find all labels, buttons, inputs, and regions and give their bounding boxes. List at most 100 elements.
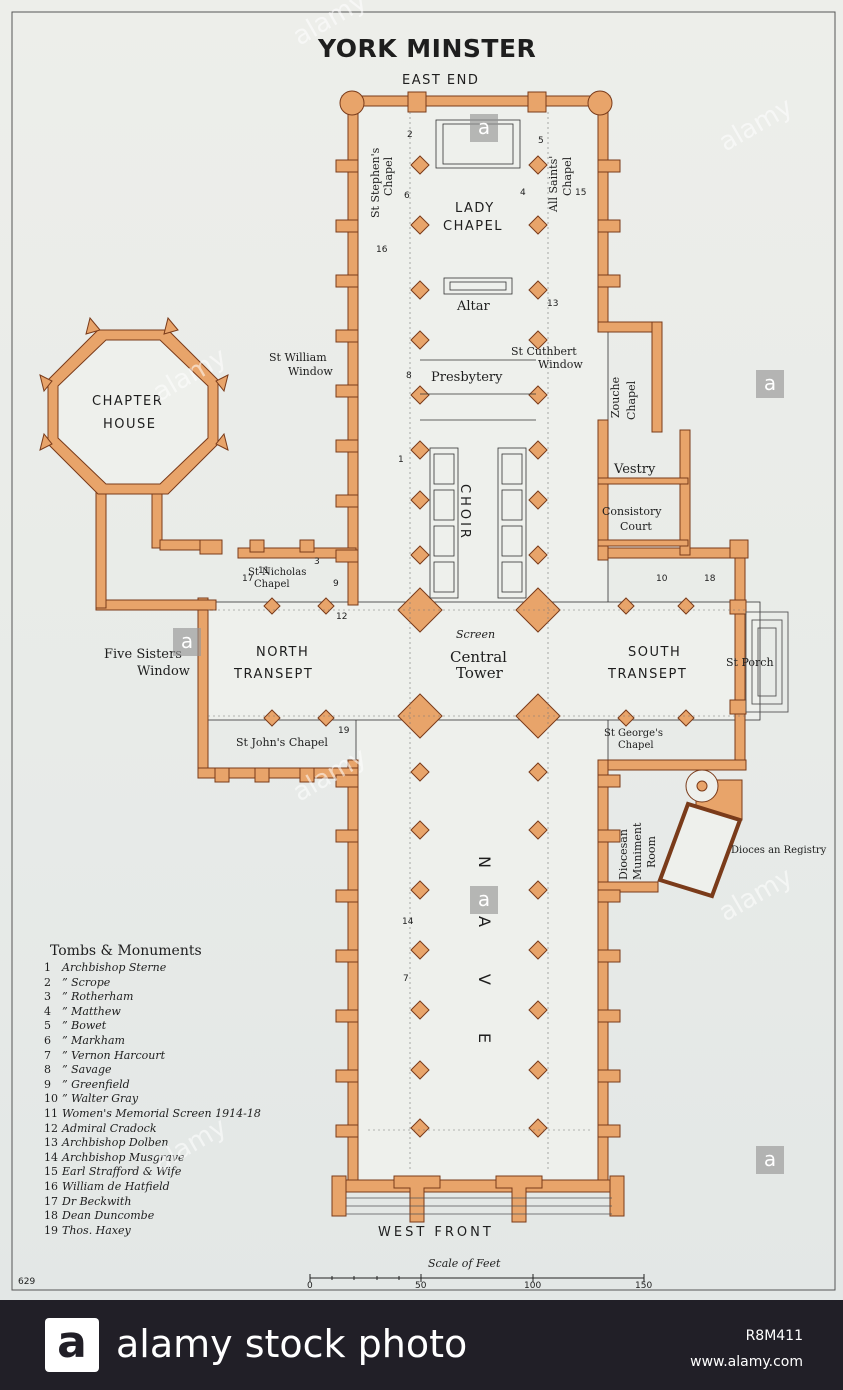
- watermark-badge-2: a: [173, 628, 201, 656]
- pier: [528, 545, 548, 565]
- zouche-east-wall: [651, 321, 663, 433]
- buttress: [597, 829, 621, 843]
- legend-item-number: 6: [44, 1034, 51, 1047]
- west-front-label: WEST FRONT: [378, 1225, 494, 1240]
- plan-number-19: 19: [338, 726, 350, 736]
- five-sisters-label: Five Sisters: [104, 647, 182, 662]
- south-transept-label: TRANSEPT: [608, 667, 688, 682]
- north-east-turret: [339, 90, 365, 116]
- vestibule-west-wall: [95, 487, 107, 609]
- buttress: [597, 1009, 621, 1023]
- legend-item-text: Women's Memorial Screen 1914-18: [62, 1107, 261, 1120]
- west-tower-south-buttress: [495, 1175, 543, 1223]
- scale-label: Scale of Feet: [428, 1257, 501, 1270]
- north-transept-west-wall: [197, 767, 359, 779]
- west-steps: [346, 1197, 612, 1215]
- plan-number-7: 7: [403, 974, 409, 984]
- buttress: [335, 219, 359, 233]
- lady-label: LADY: [455, 201, 495, 216]
- consistory-label: Consistory: [602, 505, 662, 518]
- pier: [410, 490, 430, 510]
- central-label: Central: [450, 648, 507, 666]
- scale-bar: [309, 1274, 645, 1282]
- stock-footer-bar: a alamy stock photo R8M411 www.alamy.com: [0, 1300, 843, 1390]
- brand-text[interactable]: alamy stock photo: [116, 1322, 468, 1366]
- legend-item-number: 7: [44, 1048, 51, 1062]
- pier: [410, 1118, 430, 1138]
- legend-item-text: Dr Beckwith: [62, 1194, 132, 1208]
- pier: [410, 215, 430, 235]
- scale-tick-150: 150: [635, 1281, 653, 1291]
- legend-item: 6” Markham: [44, 1035, 125, 1046]
- st-cuthbert-label: St Cuthbert: [511, 345, 577, 358]
- pier: [410, 762, 430, 782]
- muniment-spiral-stair: [657, 769, 743, 899]
- buttress: [597, 274, 621, 288]
- st-nicholas-chapel-label: Chapel: [254, 579, 290, 590]
- pier: [528, 1060, 548, 1080]
- pier: [410, 820, 430, 840]
- plan-number-16: 16: [376, 245, 388, 255]
- legend-item-number: 13: [44, 1136, 58, 1150]
- legend-item-number: 15: [44, 1165, 58, 1179]
- pier: [617, 709, 635, 727]
- buttress: [597, 774, 621, 788]
- image-code: R8M411: [745, 1328, 803, 1344]
- legend-item-text: ” Rotherham: [62, 990, 134, 1004]
- legend-item-text: William de Hatfield: [62, 1180, 170, 1193]
- buttress: [335, 1069, 359, 1083]
- pier: [317, 709, 335, 727]
- pier: [410, 1000, 430, 1020]
- legend-item: 3” Rotherham: [44, 991, 133, 1002]
- pier: [528, 280, 548, 300]
- buttress: [335, 159, 359, 173]
- legend-item-number: 8: [44, 1063, 51, 1077]
- north-transept-label: TRANSEPT: [234, 667, 314, 682]
- alamy-logo-icon[interactable]: a: [45, 1318, 99, 1372]
- buttress: [335, 439, 359, 453]
- legend-item-text: ” Bowet: [62, 1019, 107, 1033]
- legend-item-text: ” Scrope: [62, 975, 111, 989]
- plan-number-3: 3: [314, 557, 320, 567]
- buttress: [335, 549, 359, 563]
- legend-item-text: Archbishop Musgrave: [62, 1150, 185, 1164]
- plan-number-12: 12: [336, 612, 348, 622]
- house-label: HOUSE: [103, 417, 157, 432]
- st-william-window-label: Window: [288, 365, 333, 378]
- pier: [528, 880, 548, 900]
- legend-item-number: 2: [44, 975, 51, 989]
- buttress: [249, 539, 265, 553]
- buttress: [199, 539, 223, 555]
- chapter-house-plan: [39, 316, 229, 495]
- watermark-badge-3: a: [470, 886, 498, 914]
- zouche-label: Zouche: [609, 376, 622, 418]
- site-url[interactable]: www.alamy.com: [690, 1354, 803, 1370]
- plan-number-8: 8: [406, 371, 412, 381]
- legend-item: 14 Archbishop Musgrave: [44, 1152, 184, 1163]
- pier-group: [263, 155, 695, 1138]
- plan-number-9: 9: [333, 579, 339, 589]
- west-tower-north-buttress: [393, 1175, 441, 1223]
- south-choir-wall: [597, 99, 609, 326]
- legend-item: 10” Walter Gray: [44, 1093, 138, 1104]
- all-saints-chapel-label: Chapel: [561, 156, 574, 196]
- south-transept-west-wall: [597, 759, 747, 771]
- legend-item-text: ” Walter Gray: [62, 1092, 139, 1106]
- plan-number-10: 10: [656, 574, 668, 584]
- plan-number-1: 1: [398, 455, 404, 465]
- pier: [528, 1000, 548, 1020]
- legend-item-text: ” Greenfield: [62, 1077, 130, 1091]
- consistory-divider: [597, 539, 689, 547]
- vestry-west-wall: [597, 419, 609, 561]
- legend-item-text: ” Savage: [62, 1063, 112, 1077]
- legend-item-number: 14: [44, 1150, 58, 1164]
- legend-item: 2 ” Scrope: [44, 977, 110, 988]
- legend-item-number: 9: [44, 1077, 51, 1091]
- buttress: [335, 829, 359, 843]
- legend-title: Tombs & Monuments: [50, 943, 202, 959]
- legend-item-number: 19: [44, 1223, 58, 1237]
- pier: [528, 385, 548, 405]
